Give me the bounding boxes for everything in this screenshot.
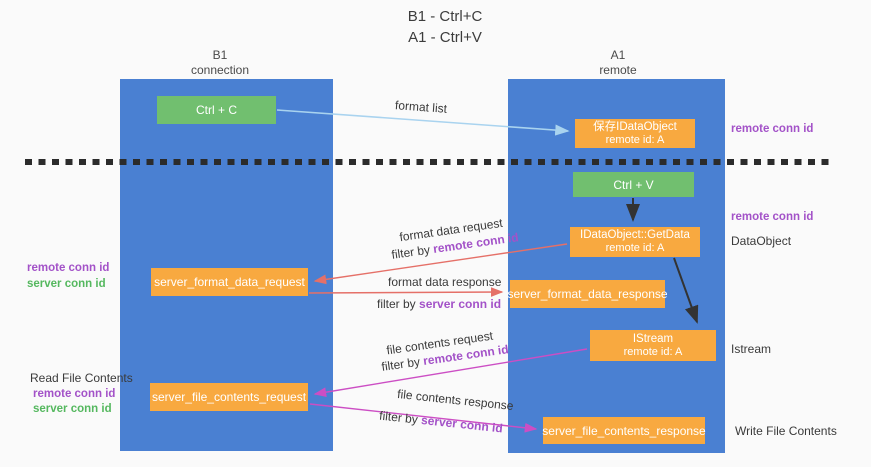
filter-by-text: filter by [390,242,435,262]
column-a1-subtitle: remote [599,63,637,77]
read-file-contents-annotation: Read File Contents [30,371,133,385]
server-format-data-request-box: server_format_data_request [151,268,308,296]
file-contents-response-label: file contents response [396,386,515,414]
ctrl-c-label: Ctrl + C [195,103,237,117]
getdata-line1: IDataObject::GetData [580,229,690,241]
save-idataobject-line1: 保存IDataObject [593,120,677,133]
server-format-data-request-label: server_format_data_request [154,275,305,289]
right-remote-conn-id-mid: remote conn id [731,211,814,223]
server-file-contents-response-label: server_file_contents_response [542,423,706,438]
server-file-contents-request-label: server_file_contents_request [151,390,307,404]
dashed-separator-line [25,159,833,165]
column-header-b1: B1 connection [150,48,290,78]
column-a1-name: A1 [610,48,626,62]
filter-by-text: filter by [378,408,422,427]
format-data-response-arrow [308,287,504,297]
server-file-contents-request-box: server_file_contents_request [150,383,308,411]
istream-line1: IStream [632,332,674,345]
left-remote-conn-id-mid: remote conn id [27,262,110,274]
column-header-a1: A1 remote [548,48,688,78]
column-b1-subtitle: connection [190,63,250,77]
format-data-response-label: format data response [388,275,502,289]
left-server-conn-id-bottom: server conn id [33,403,112,415]
dataobject-annotation: DataObject [731,234,792,248]
idataobject-getdata-box: IDataObject::GetData remote id: A [570,227,700,257]
istream-annotation: Istream [731,342,772,356]
ctrl-v-box: Ctrl + V [573,172,694,197]
ctrl-v-label: Ctrl + V [613,177,654,192]
istream-box: IStream remote id: A [590,330,716,361]
getdata-line2: remote id: A [605,242,665,254]
diagram-title: B1 - Ctrl+C A1 - Ctrl+V [295,6,595,48]
save-idataobject-box: 保存IDataObject remote id: A [575,119,695,148]
column-b1-name: B1 [212,48,228,62]
left-server-conn-id-mid: server conn id [27,278,106,290]
left-remote-conn-id-bottom: remote conn id [33,388,116,400]
server-conn-id-keyword: server conn id [420,412,504,436]
server-conn-id-keyword: server conn id [419,297,502,311]
filter-by-text: filter by [377,297,420,311]
server-format-data-response-box: server_format_data_response [507,280,668,308]
format-data-response-filter-label: filter by server conn id [377,297,501,311]
write-file-contents-annotation: Write File Contents [735,424,837,438]
title-line-1: B1 - Ctrl+C [407,8,483,25]
istream-line2: remote id: A [623,345,683,358]
file-contents-response-filter-label: filter by server conn id [379,409,504,436]
right-remote-conn-id-top: remote conn id [731,123,814,135]
server-file-contents-response-box: server_file_contents_response [542,417,706,444]
format-list-label: format list [394,98,448,116]
save-idataobject-line2: remote id: A [605,133,665,146]
ctrl-c-box: Ctrl + C [157,96,276,124]
title-line-2: A1 - Ctrl+V [408,29,482,46]
server-format-data-response-label: server_format_data_response [507,287,668,301]
